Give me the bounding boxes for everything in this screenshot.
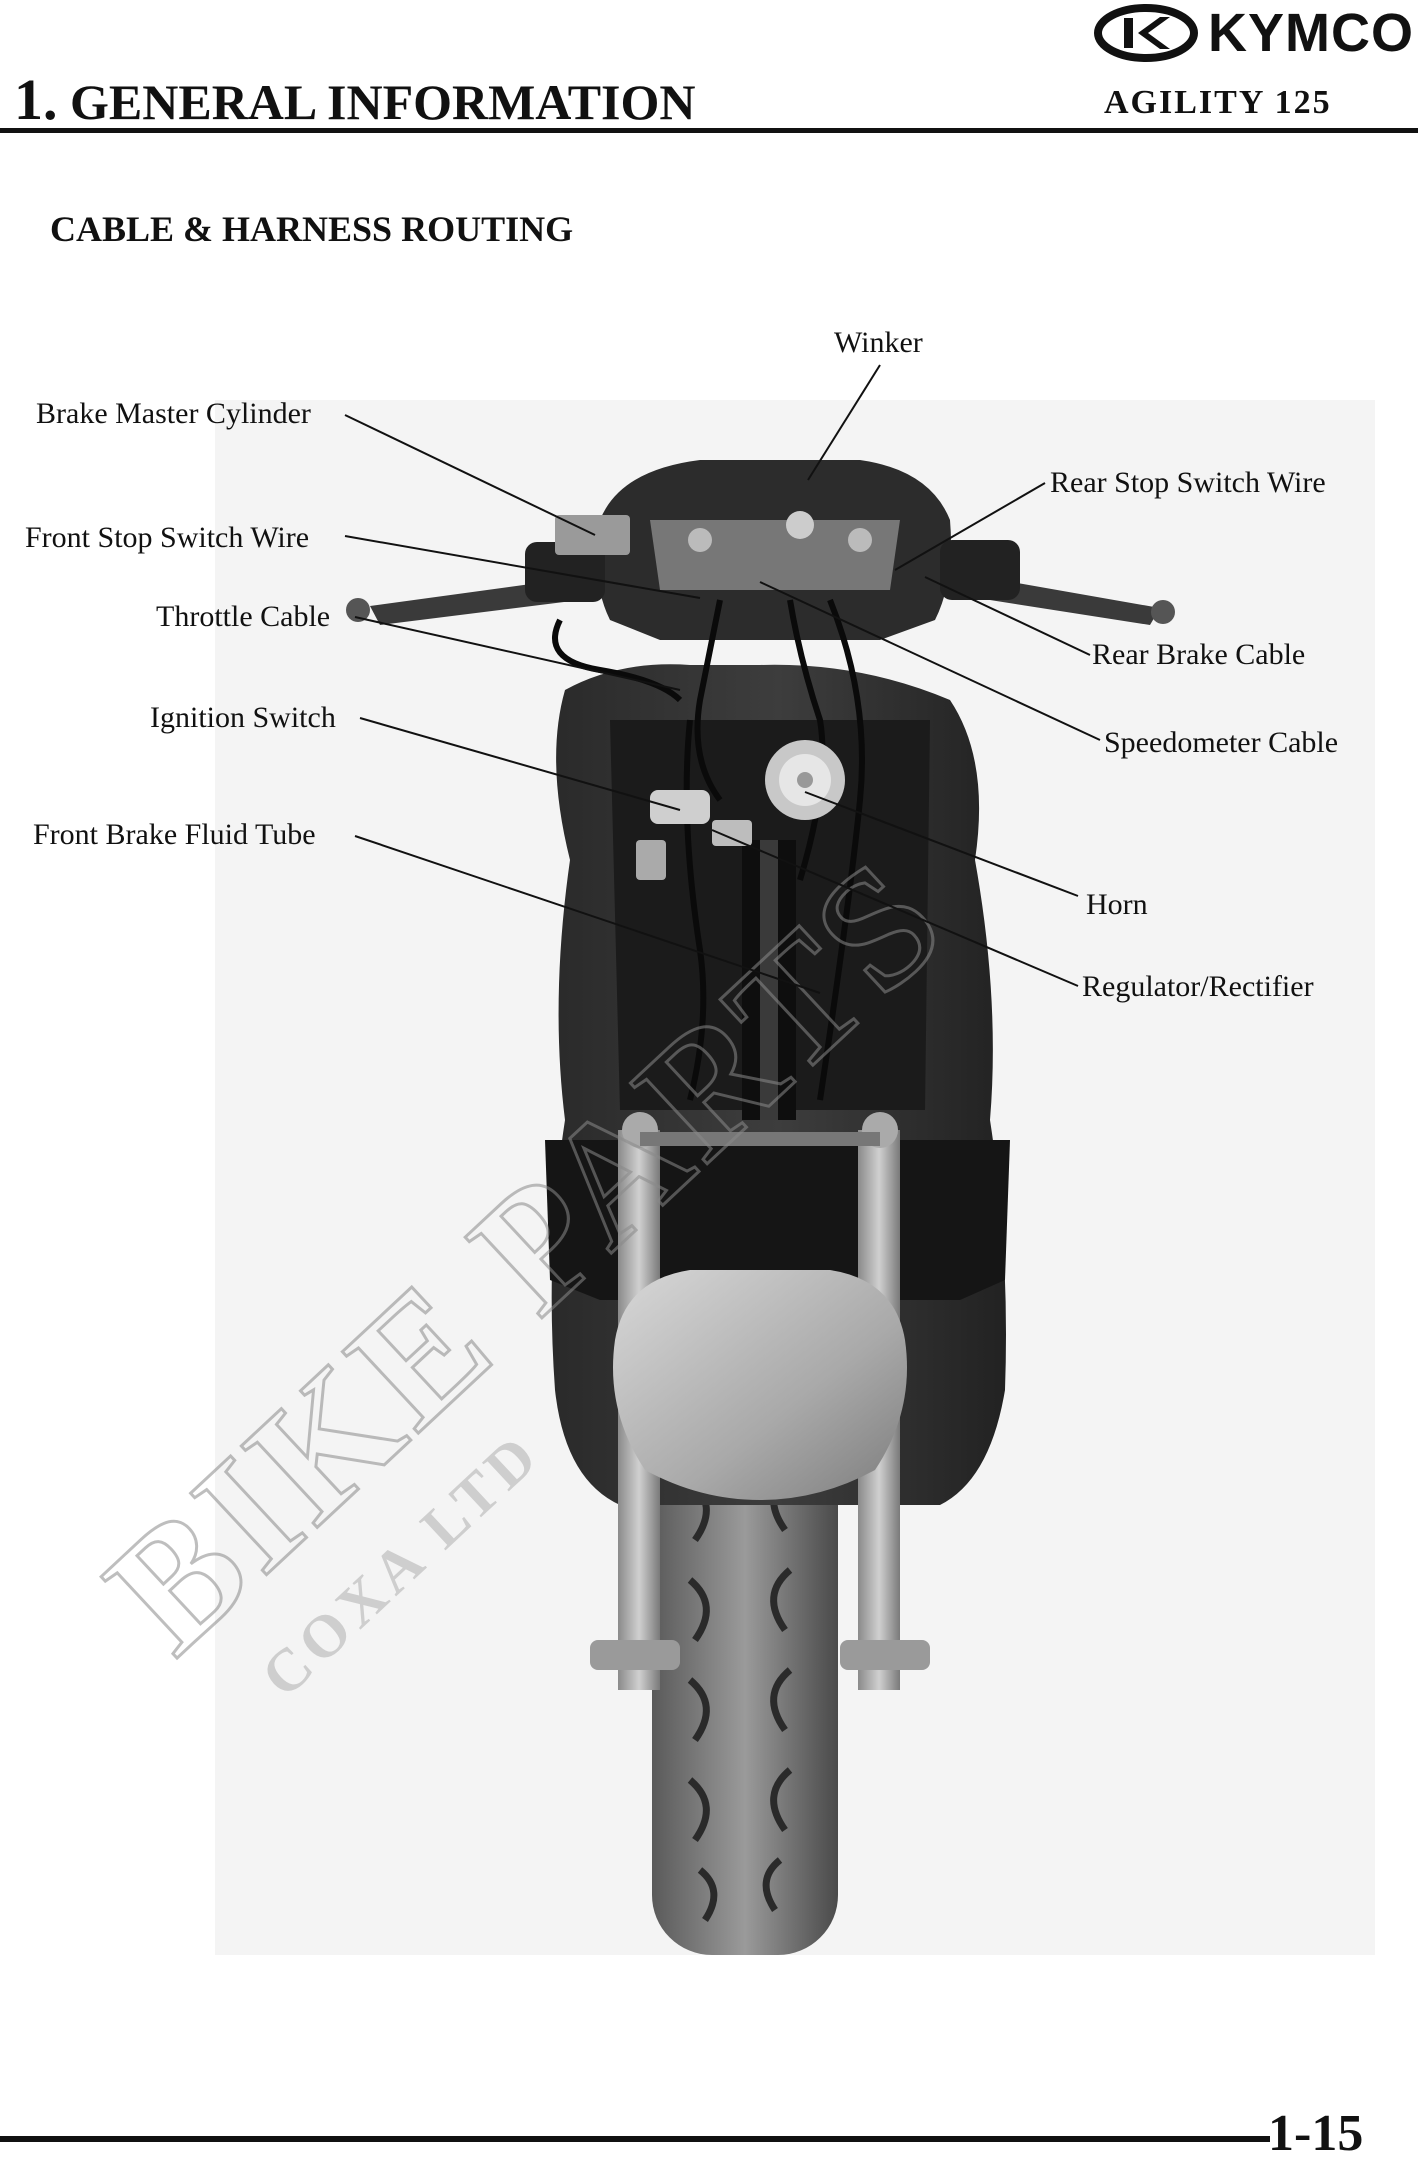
header-rule — [0, 128, 1418, 133]
leader-throttle-cable — [354, 616, 681, 691]
label-winker: Winker — [834, 326, 923, 359]
leader-regulator-rectifier — [711, 829, 1079, 987]
brand-name: KYMCO — [1208, 3, 1414, 63]
label-front-stop-switch-wire: Front Stop Switch Wire — [25, 521, 310, 554]
chapter-title: 1. GENERAL INFORMATION — [14, 66, 696, 133]
page-number: 1-15 — [1268, 2105, 1364, 2157]
section-title: CABLE & HARNESS ROUTING — [50, 209, 574, 249]
leader-speedometer-cable — [759, 581, 1101, 741]
label-throttle-cable: Throttle Cable — [156, 600, 331, 633]
label-regulator-rectifier: Regulator/Rectifier — [1082, 970, 1314, 1003]
ignition-switch-part — [650, 790, 710, 824]
horn-part — [765, 740, 845, 820]
leader-front-stop-switch-wire — [344, 535, 701, 599]
chapter-name: GENERAL INFORMATION — [70, 74, 696, 130]
leader-horn — [804, 791, 1079, 897]
label-rear-stop-switch-wire: Rear Stop Switch Wire — [1050, 466, 1326, 499]
handlebars — [346, 515, 1175, 625]
kymco-emblem-icon — [1094, 4, 1198, 62]
model-name: AGILITY 125 — [1104, 84, 1332, 121]
leader-rear-brake-cable — [924, 576, 1091, 656]
leader-front-brake-fluid-tube — [354, 835, 821, 994]
footer-rule — [0, 2136, 1270, 2142]
kymco-logo: KYMCO — [1094, 2, 1414, 64]
label-ignition-switch: Ignition Switch — [150, 701, 336, 734]
leader-rear-stop-switch-wire — [894, 482, 1046, 571]
leader-winker — [807, 364, 881, 481]
label-speedometer-cable: Speedometer Cable — [1104, 726, 1339, 759]
leader-brake-master-cylinder — [344, 414, 596, 536]
leader-ignition-switch — [359, 717, 681, 811]
label-brake-master-cylinder: Brake Master Cylinder — [36, 397, 311, 430]
chapter-number: 1. — [14, 67, 58, 132]
front-fender — [613, 1270, 907, 1500]
label-front-brake-fluid-tube: Front Brake Fluid Tube — [33, 818, 316, 851]
cables — [552, 598, 865, 1101]
front-forks — [590, 1112, 930, 1690]
label-rear-brake-cable: Rear Brake Cable — [1092, 638, 1306, 671]
label-horn: Horn — [1086, 888, 1148, 921]
